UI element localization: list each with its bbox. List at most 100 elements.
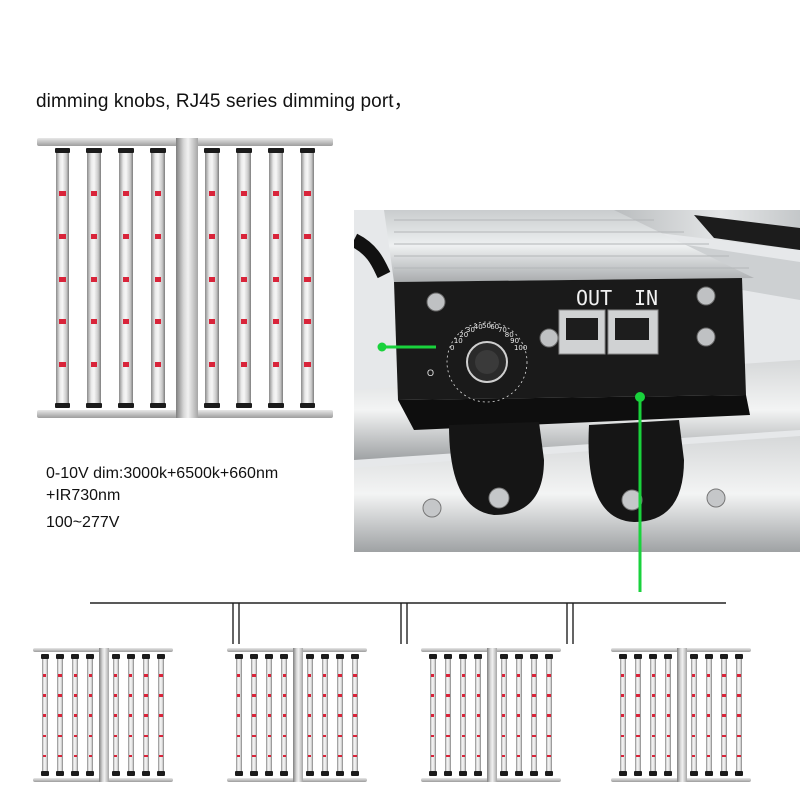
red-led-cluster [114, 674, 118, 677]
red-led-cluster [338, 754, 342, 758]
bar-end-cap [499, 654, 508, 660]
light-bar [156, 654, 166, 776]
bar-end-cap [300, 402, 316, 408]
red-led-cluster [73, 754, 77, 758]
bar-end-cap [70, 654, 80, 660]
red-led-cluster [114, 734, 118, 737]
red-led-cluster [237, 714, 241, 717]
red-led-cluster [476, 734, 480, 737]
light-bar [689, 654, 698, 776]
red-led-cluster [122, 362, 130, 368]
bar-end-cap [350, 770, 360, 776]
red-led-cluster [737, 694, 741, 697]
red-led-cluster [90, 319, 98, 325]
red-led-cluster [722, 734, 726, 737]
bar-end-cap [719, 770, 729, 776]
red-led-cluster [636, 734, 640, 737]
light-bar [86, 654, 95, 776]
bar-end-cap [320, 770, 330, 776]
red-led-cluster [502, 754, 506, 758]
red-led-cluster [476, 714, 480, 717]
red-led-cluster [621, 714, 625, 717]
bar-end-cap [111, 654, 120, 660]
red-led-cluster [666, 674, 670, 677]
red-led-cluster [237, 754, 241, 758]
red-led-cluster [621, 734, 625, 737]
red-led-cluster [144, 674, 148, 677]
bar-end-cap [268, 402, 284, 408]
bar-end-cap [111, 770, 120, 776]
bar-end-cap [618, 770, 628, 776]
red-led-cluster [666, 754, 670, 758]
red-led-cluster [129, 714, 133, 717]
red-led-cluster [353, 734, 357, 737]
bar-end-cap [443, 770, 453, 776]
red-led-cluster [636, 694, 640, 697]
light-bar [300, 148, 316, 408]
bar-end-cap [734, 770, 744, 776]
red-led-cluster [304, 233, 312, 239]
red-led-cluster [502, 694, 506, 697]
light-bar [719, 654, 729, 776]
dial-callout-dot [377, 342, 387, 352]
red-led-cluster [304, 362, 312, 368]
red-led-cluster [446, 674, 450, 677]
red-led-cluster [304, 319, 312, 325]
red-led-cluster [502, 714, 506, 717]
light-bar [529, 654, 539, 776]
red-led-cluster [461, 714, 465, 717]
red-led-cluster [722, 674, 726, 677]
red-led-cluster [282, 674, 286, 677]
red-led-cluster [502, 674, 506, 677]
red-led-cluster [338, 674, 342, 677]
light-bar [633, 654, 643, 776]
red-led-cluster [476, 754, 480, 758]
dial-tick-label: 0 [450, 344, 455, 353]
bar-end-cap [86, 654, 95, 660]
red-led-cluster [58, 674, 62, 677]
red-led-cluster [240, 233, 248, 239]
red-led-cluster [252, 734, 256, 737]
bar-end-cap [633, 654, 643, 660]
red-led-cluster [651, 714, 655, 717]
red-led-cluster [240, 191, 248, 197]
light-bar [264, 654, 274, 776]
light-bar [320, 654, 330, 776]
red-led-cluster [353, 754, 357, 758]
red-led-cluster [252, 694, 256, 697]
light-bar [428, 654, 438, 776]
red-led-cluster [58, 191, 66, 197]
bar-end-cap [648, 654, 658, 660]
bar-end-cap [544, 770, 554, 776]
bar-end-cap [335, 770, 345, 776]
bar-end-cap [428, 770, 438, 776]
bar-end-cap [54, 402, 70, 408]
red-led-cluster [240, 319, 248, 325]
red-led-cluster [144, 714, 148, 717]
red-led-cluster [252, 754, 256, 758]
bar-end-cap [268, 148, 284, 154]
red-led-cluster [707, 714, 711, 717]
red-led-cluster [88, 754, 92, 758]
light-bar [499, 654, 508, 776]
fixture-center-spine [486, 648, 498, 782]
spec-line-dimming: 0-10V dim:3000k+6500k+660nm [46, 465, 279, 482]
red-led-cluster [282, 694, 286, 697]
red-led-cluster [73, 694, 77, 697]
red-led-cluster [737, 754, 741, 758]
bar-end-cap [264, 770, 274, 776]
red-led-cluster [692, 674, 696, 677]
red-led-cluster [58, 694, 62, 697]
bar-end-cap [734, 654, 744, 660]
red-led-cluster [692, 734, 696, 737]
red-led-cluster [90, 191, 98, 197]
red-led-cluster [651, 674, 655, 677]
fixture-center-spine [676, 648, 688, 782]
fixture-center-spine [98, 648, 110, 782]
bar-end-cap [633, 770, 643, 776]
light-bar [648, 654, 658, 776]
red-led-cluster [476, 694, 480, 697]
bar-end-cap [618, 654, 628, 660]
red-led-cluster [272, 319, 280, 325]
